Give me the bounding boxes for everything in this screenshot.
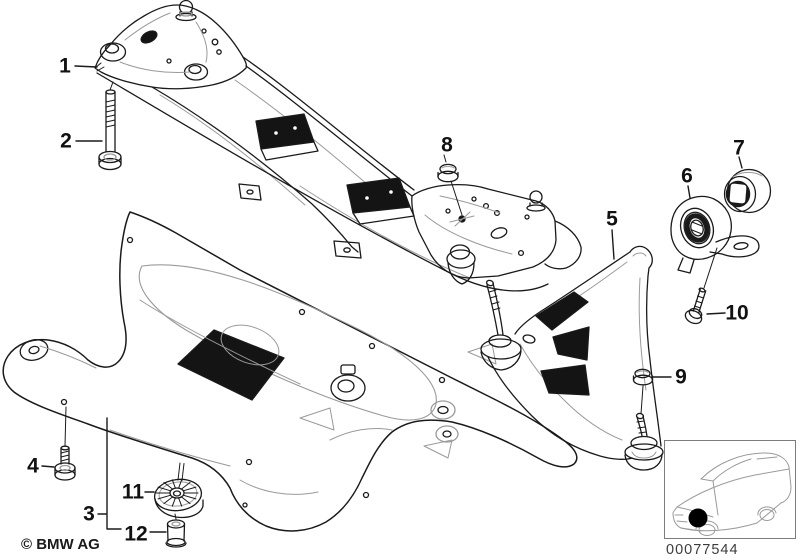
vehicle-thumbnail-box (664, 440, 796, 539)
vehicle-outline (672, 452, 792, 536)
callout-label-10[interactable]: 10 (725, 301, 749, 325)
reinforcement-plate-drawing (2, 211, 578, 532)
nut-8-drawing (437, 154, 463, 216)
part-location-dot (688, 508, 708, 528)
absorber-sleeve-drawing (165, 513, 187, 548)
bolt-2-drawing (98, 81, 122, 171)
part-number: 00077544 (666, 542, 739, 558)
callout-label-3[interactable]: 3 (83, 502, 95, 526)
callout-label-4[interactable]: 4 (27, 454, 39, 478)
front-axle-support-drawing (94, 0, 582, 292)
callout-label-8[interactable]: 8 (441, 133, 453, 157)
bushing-bracket-drawing (670, 195, 760, 274)
callout-label-6[interactable]: 6 (681, 164, 693, 188)
cylindrical-bushing-drawing (723, 168, 772, 214)
control-arm-drawing (480, 245, 664, 471)
callout-label-5[interactable]: 5 (606, 207, 618, 231)
vibration-absorber-drawing (153, 462, 204, 519)
callout-label-2[interactable]: 2 (60, 129, 72, 153)
bolt-4-drawing (54, 406, 76, 481)
callout-label-9[interactable]: 9 (675, 365, 687, 389)
callout-label-12[interactable]: 12 (124, 522, 148, 546)
bmw-copyright: © BMW AG (21, 536, 100, 553)
nut-9-drawing (632, 368, 654, 415)
bolt-10-drawing (684, 247, 718, 325)
callout-label-1[interactable]: 1 (59, 54, 71, 78)
callout-label-7[interactable]: 7 (733, 136, 745, 160)
callout-label-11[interactable]: 11 (121, 480, 145, 504)
callout-leader-lines (41, 65, 743, 533)
